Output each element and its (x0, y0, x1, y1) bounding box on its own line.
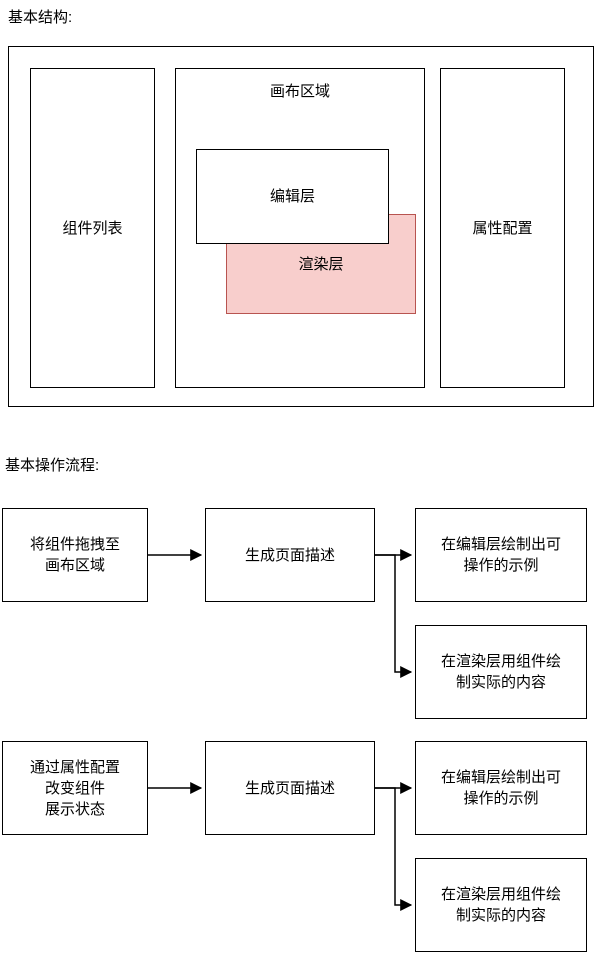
flow2-branch2-box: 在渲染层用组件绘 制实际的内容 (415, 858, 587, 952)
canvas-area-box: 画布区域 渲染层 编辑层 (175, 68, 425, 388)
flow1-branch1-box: 在编辑层绘制出可 操作的示例 (415, 508, 587, 602)
structure-section-title: 基本结构: (8, 9, 73, 26)
flow1-source-box: 将组件拖拽至 画布区域 (2, 508, 148, 602)
flow1-step-box: 生成页面描述 (205, 508, 375, 602)
edit-layer-box: 编辑层 (196, 149, 389, 244)
component-list-box: 组件列表 (30, 68, 155, 388)
flow2-source-box: 通过属性配置 改变组件 展示状态 (2, 741, 148, 835)
flow-section-title: 基本操作流程: (5, 457, 100, 474)
arrow-flow2-step-to-branch2 (375, 787, 413, 911)
property-config-box: 属性配置 (440, 68, 565, 388)
flow2-branch1-box: 在编辑层绘制出可 操作的示例 (415, 741, 587, 835)
flow1-branch2-box: 在渲染层用组件绘 制实际的内容 (415, 625, 587, 719)
arrow-flow1-step-to-branch2 (375, 554, 413, 678)
canvas-area-label: 画布区域 (269, 83, 330, 100)
flow2-step-box: 生成页面描述 (205, 741, 375, 835)
